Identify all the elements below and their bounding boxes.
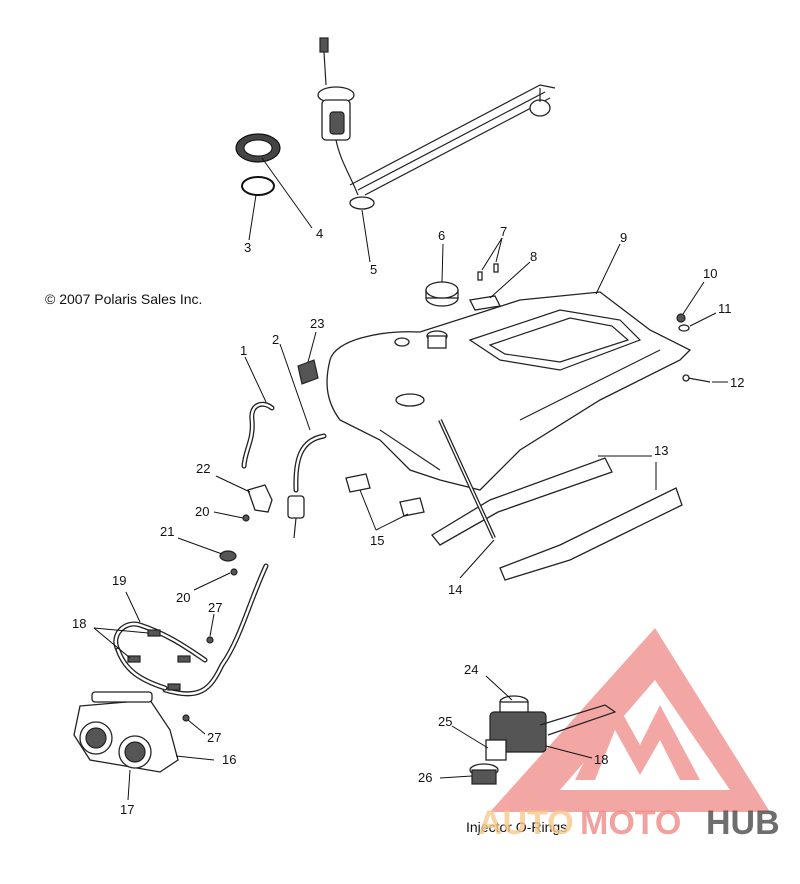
bolt-12 xyxy=(682,374,711,383)
callout-19: 19 xyxy=(112,573,126,588)
callout-20-lower: 20 xyxy=(176,590,190,605)
injectors-18 xyxy=(127,629,191,691)
screw-20-upper xyxy=(242,514,250,522)
callout-10: 10 xyxy=(703,266,717,281)
fuel-cap xyxy=(425,281,459,307)
fuel-pump-assembly xyxy=(317,37,556,210)
callout-18-left: 18 xyxy=(72,616,86,631)
callout-14: 14 xyxy=(448,582,462,597)
watermark-logo xyxy=(490,628,770,812)
watermark-text-moto: MOTO xyxy=(580,804,681,842)
callout-25: 25 xyxy=(438,714,452,729)
injector-caption: Injector O-Rings xyxy=(466,819,567,835)
injector-detail xyxy=(469,695,617,785)
callout-5: 5 xyxy=(370,262,377,277)
callout-1: 1 xyxy=(240,343,247,358)
callout-21: 21 xyxy=(160,524,174,539)
callout-3: 3 xyxy=(244,240,251,255)
callout-7: 7 xyxy=(500,224,507,239)
callout-16: 16 xyxy=(222,752,236,767)
screw-27-lower xyxy=(182,714,190,722)
callout-4: 4 xyxy=(316,226,323,241)
heat-shields xyxy=(431,457,683,581)
callout-15: 15 xyxy=(370,533,384,548)
hose-2 xyxy=(287,433,327,539)
callout-20-upper: 20 xyxy=(195,504,209,519)
callout-18-right: 18 xyxy=(594,752,608,767)
watermark-text-auto: AUTO xyxy=(478,804,574,842)
watermark-text-hub: HUB xyxy=(706,804,780,842)
nut-10 xyxy=(676,313,686,323)
washer-11 xyxy=(678,324,690,332)
callout-27-lower: 27 xyxy=(207,730,221,745)
tank-bracket xyxy=(469,295,501,311)
callout-9: 9 xyxy=(620,230,627,245)
small-screws-7 xyxy=(477,263,499,281)
fuel-rail-hoses xyxy=(113,563,269,697)
callout-17: 17 xyxy=(120,802,134,817)
watermark-m-shape xyxy=(575,700,700,780)
callout-13: 13 xyxy=(654,443,668,458)
callout-23: 23 xyxy=(310,316,324,331)
pad-23 xyxy=(297,359,319,385)
fuel-tank xyxy=(326,291,692,491)
callout-22: 22 xyxy=(196,461,210,476)
lock-ring xyxy=(235,133,281,163)
throttle-body xyxy=(73,691,179,773)
pump-gasket xyxy=(241,176,275,196)
vent-tube xyxy=(438,419,496,539)
watermark-text: AUTO MOTO HUB xyxy=(478,804,780,842)
callout-12: 12 xyxy=(730,375,744,390)
pads xyxy=(345,473,425,517)
callout-27-upper: 27 xyxy=(208,600,222,615)
callout-6: 6 xyxy=(438,228,445,243)
callout-24: 24 xyxy=(464,662,478,677)
clip-22 xyxy=(247,484,273,513)
callout-26: 26 xyxy=(418,770,432,785)
screw-20-lower xyxy=(230,568,238,576)
callout-11: 11 xyxy=(718,301,732,316)
screw-27-upper xyxy=(206,636,214,644)
callout-2: 2 xyxy=(272,332,279,347)
leader-lines xyxy=(93,157,728,801)
clamp-21 xyxy=(219,550,237,562)
copyright-text: © 2007 Polaris Sales Inc. xyxy=(45,291,202,307)
hose-1 xyxy=(241,401,275,469)
callout-8: 8 xyxy=(530,249,537,264)
